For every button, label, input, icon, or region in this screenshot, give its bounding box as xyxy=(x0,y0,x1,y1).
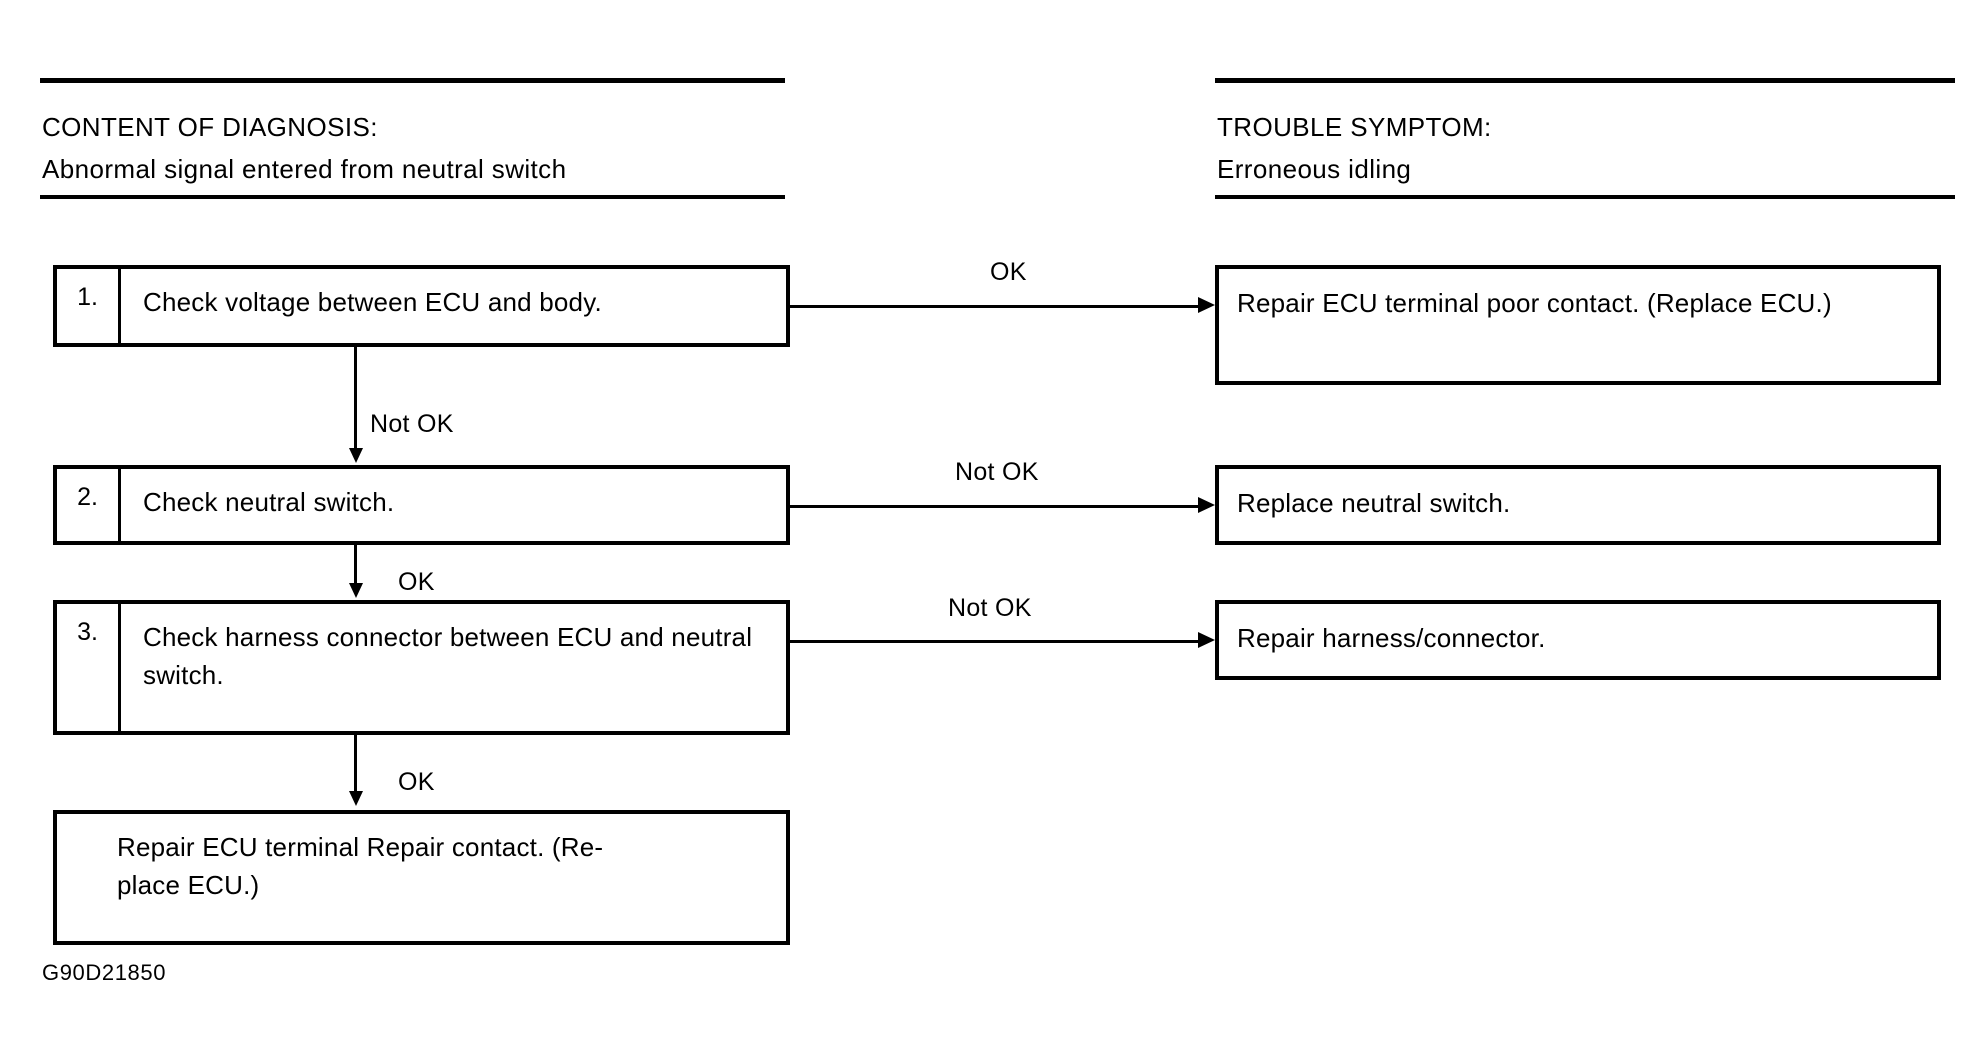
step-text-3: Check harness connector between ECU and … xyxy=(143,622,753,690)
result-text-1: Repair ECU terminal poor contact. (Repla… xyxy=(1237,288,1832,318)
result-text-2: Replace neutral switch. xyxy=(1237,488,1511,518)
result-box-1: Repair ECU terminal poor contact. (Repla… xyxy=(1215,265,1941,385)
branch-label-step3-not-ok: Not OK xyxy=(948,594,1032,622)
connector-step1-to-result1 xyxy=(790,305,1208,308)
branch-label-step1-not-ok: Not OK xyxy=(370,410,454,438)
result-box-2: Replace neutral switch. xyxy=(1215,465,1941,545)
header-right-title: TROUBLE SYMPTOM: xyxy=(1217,112,1492,142)
branch-label-step2-ok: OK xyxy=(398,568,435,596)
step-box-1: 1. Check voltage between ECU and body. xyxy=(53,265,790,347)
final-result-line-1: Repair ECU terminal Repair contact. (Re- xyxy=(117,832,604,862)
step-box-3: 3. Check harness connector between ECU a… xyxy=(53,600,790,735)
step-number-cell-1: 1. xyxy=(57,265,121,347)
arrowhead-step3-to-final xyxy=(349,791,363,806)
connector-step3-to-result3 xyxy=(790,640,1208,643)
final-result-box: Repair ECU terminal Repair contact. (Re-… xyxy=(53,810,790,945)
connector-step3-to-final xyxy=(354,735,357,793)
branch-label-step1-ok: OK xyxy=(990,258,1027,286)
header-right-value: Erroneous idling xyxy=(1217,154,1412,184)
result-text-3: Repair harness/connector. xyxy=(1237,623,1546,653)
figure-caption: G90D21850 xyxy=(42,960,167,985)
arrowhead-step2-to-result2 xyxy=(1198,497,1215,513)
header-right-text: TROUBLE SYMPTOM: Erroneous idling xyxy=(1217,106,1492,190)
step-number-cell-3: 3. xyxy=(57,600,121,735)
header-rule-bottom-right xyxy=(1215,195,1955,199)
header-rule-top-left xyxy=(40,78,785,83)
step-text-2: Check neutral switch. xyxy=(143,487,395,517)
connector-step2-to-step3 xyxy=(354,545,357,585)
header-rule-top-right xyxy=(1215,78,1955,83)
header-left-value: Abnormal signal entered from neutral swi… xyxy=(42,154,567,184)
branch-label-step3-ok: OK xyxy=(398,768,435,796)
header-rule-bottom-left xyxy=(40,195,785,199)
connector-step1-to-step2 xyxy=(354,347,357,450)
step-number-1: 1. xyxy=(77,283,98,311)
arrowhead-step2-to-step3 xyxy=(349,583,363,598)
arrowhead-step1-to-result1 xyxy=(1198,297,1215,313)
final-result-text: Repair ECU terminal Repair contact. (Re-… xyxy=(57,814,786,941)
branch-label-step2-not-ok: Not OK xyxy=(955,458,1039,486)
connector-step2-to-result2 xyxy=(790,505,1208,508)
step-number-3: 3. xyxy=(77,618,98,646)
header-left-title: CONTENT OF DIAGNOSIS: xyxy=(42,112,378,142)
step-number-2: 2. xyxy=(77,483,98,511)
header-left-text: CONTENT OF DIAGNOSIS: Abnormal signal en… xyxy=(42,106,566,190)
final-result-line-2: place ECU.) xyxy=(117,870,260,900)
arrowhead-step3-to-result3 xyxy=(1198,632,1215,648)
step-box-2: 2. Check neutral switch. xyxy=(53,465,790,545)
step-text-1: Check voltage between ECU and body. xyxy=(143,287,602,317)
step-number-cell-2: 2. xyxy=(57,465,121,545)
result-box-3: Repair harness/connector. xyxy=(1215,600,1941,680)
arrowhead-step1-to-step2 xyxy=(349,448,363,463)
